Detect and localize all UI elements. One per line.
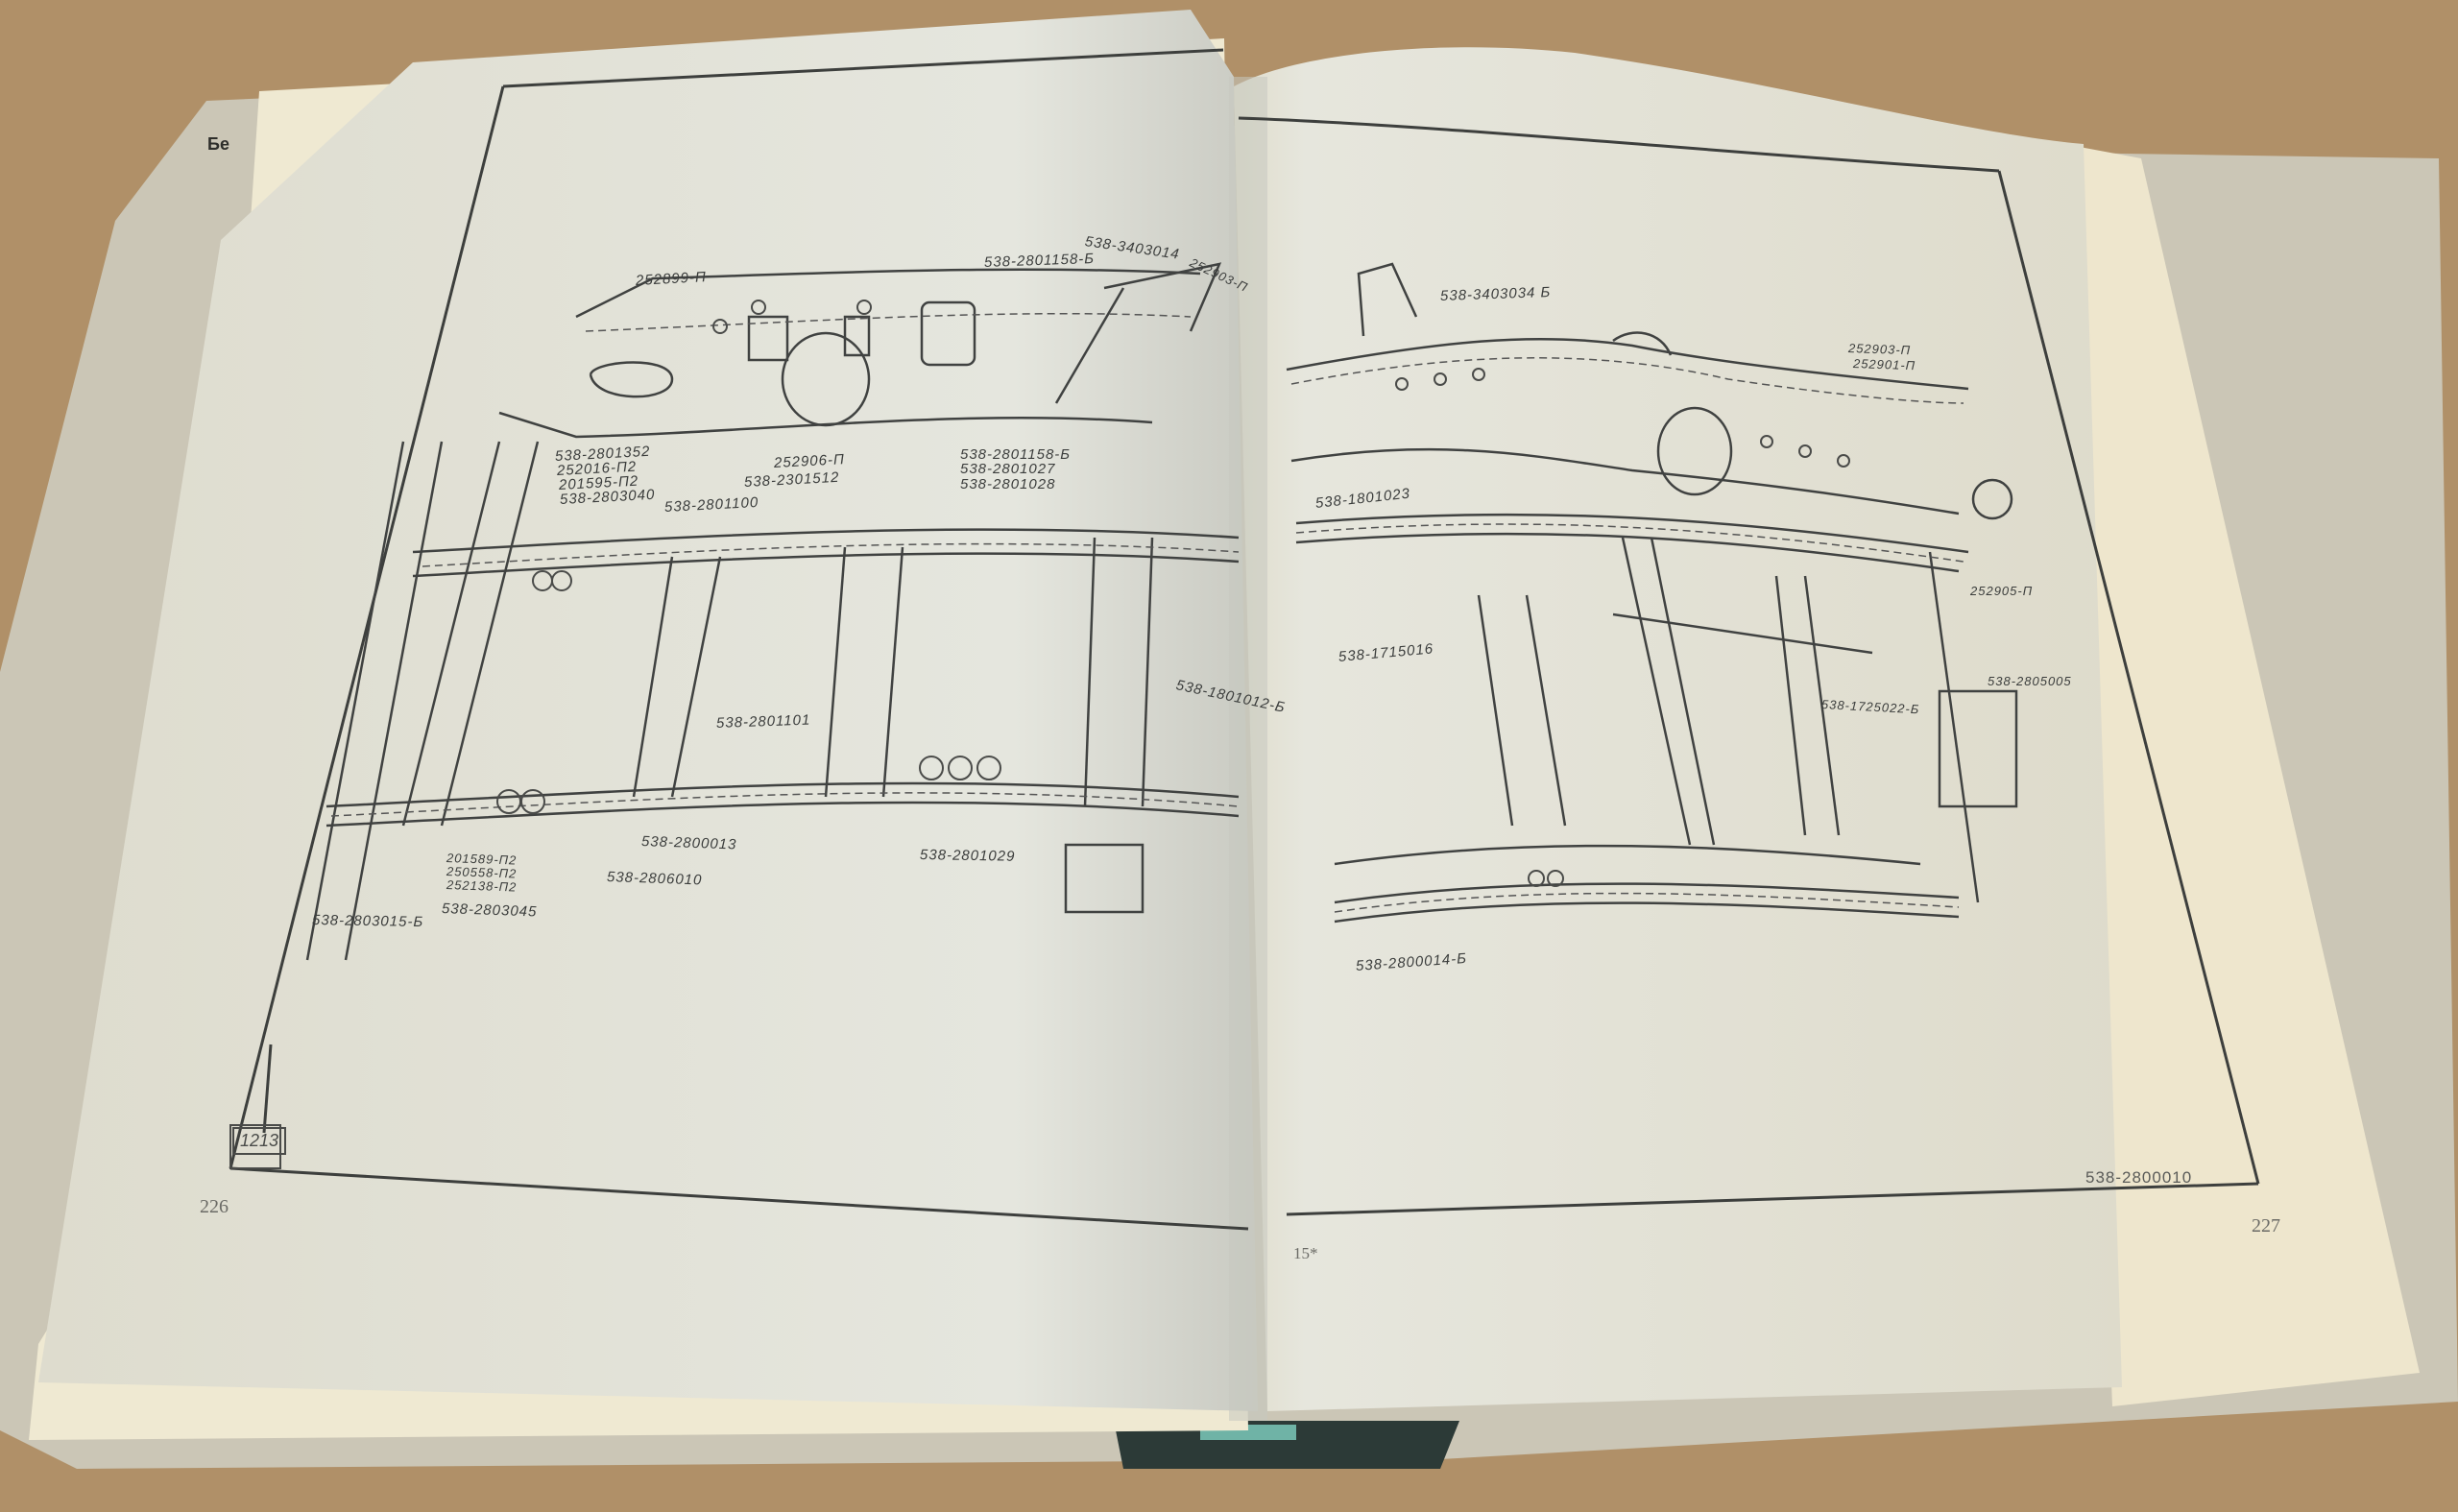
part-label: 538-2805005 (1988, 674, 2072, 688)
right-drawing-frame (1238, 116, 2260, 1216)
part-label: 538-2801027 (960, 461, 1056, 477)
signature-mark: 15* (1293, 1244, 1318, 1262)
part-label: 252905-П (1970, 584, 2034, 598)
part-label: 252901-П (1852, 356, 1916, 373)
cover-spine-text: Бе (207, 134, 229, 154)
right-chassis-drawing (1286, 262, 2018, 924)
part-label: 538-2803015-Б (311, 912, 424, 931)
drawing-number: 538-2800010 (2085, 1168, 2193, 1187)
page-number-left: 226 (200, 1196, 229, 1217)
part-label: 538-2801028 (960, 476, 1056, 492)
part-label: 252138-П2 (446, 877, 518, 895)
part-label: 538-2806010 (606, 869, 703, 889)
part-label: 538-2800013 (640, 833, 737, 853)
figure-number-box: 1213 (232, 1127, 287, 1155)
right-page (1234, 47, 2122, 1411)
right-page-edges (2064, 144, 2420, 1406)
left-drawing-frame (229, 48, 1249, 1231)
part-label: 538-2801029 (919, 847, 1016, 865)
part-label: 538-2801158-Б (960, 446, 1072, 463)
part-label: 538-2801101 (715, 711, 811, 732)
part-label: 538-2803045 (441, 900, 538, 921)
page-number-right: 227 (2252, 1215, 2280, 1236)
left-chassis-drawing (305, 262, 1240, 961)
part-label: 252903-П (1847, 341, 1912, 358)
